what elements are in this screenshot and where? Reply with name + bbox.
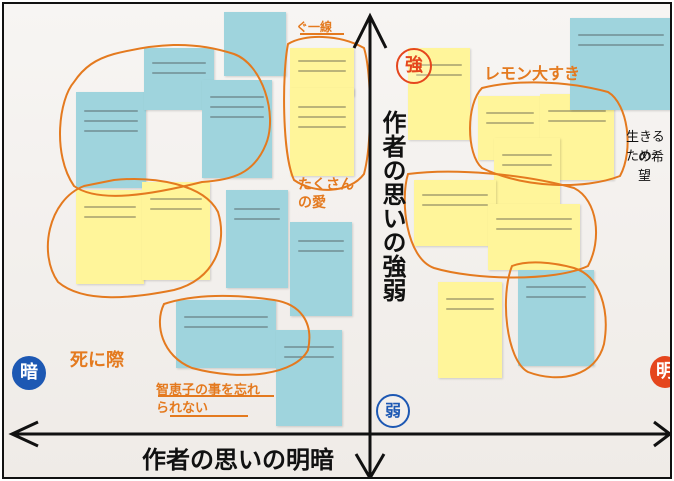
orange-label-wife: 智恵子の事を忘れられない (156, 383, 261, 416)
sticky-note (142, 182, 210, 280)
weak-badge: 弱 (376, 394, 410, 428)
orange-label-love: たくさんの愛 (298, 177, 354, 211)
sticky-note (226, 190, 288, 288)
side-note-line-1: 生きるため (626, 130, 665, 164)
bright-badge: 明 (650, 356, 670, 388)
orange-label-death: 死に際 (70, 350, 124, 371)
side-note-line-2: の希望 (638, 150, 665, 184)
sticky-note (570, 18, 670, 110)
vertical-axis-title: 作者の思いの強弱 (378, 110, 407, 302)
sticky-note (176, 300, 276, 368)
orange-label-top: ぐ一線 (296, 20, 333, 34)
sticky-note (518, 270, 594, 366)
orange-label-lemon: レモン大すき (484, 64, 581, 83)
sticky-note (224, 12, 286, 76)
board-drawings (8, 12, 670, 477)
sticky-note (76, 190, 144, 284)
sticky-note (290, 222, 352, 316)
sticky-note (414, 180, 496, 246)
sticky-note (202, 80, 272, 178)
sticky-note (488, 204, 580, 270)
dark-badge: 暗 (12, 356, 46, 390)
horizontal-axis-title: 作者の思いの明暗 (142, 445, 334, 474)
strong-badge: 強 (396, 48, 432, 84)
sticky-note (438, 282, 502, 378)
sticky-note (76, 92, 146, 188)
sticky-note (290, 88, 354, 176)
